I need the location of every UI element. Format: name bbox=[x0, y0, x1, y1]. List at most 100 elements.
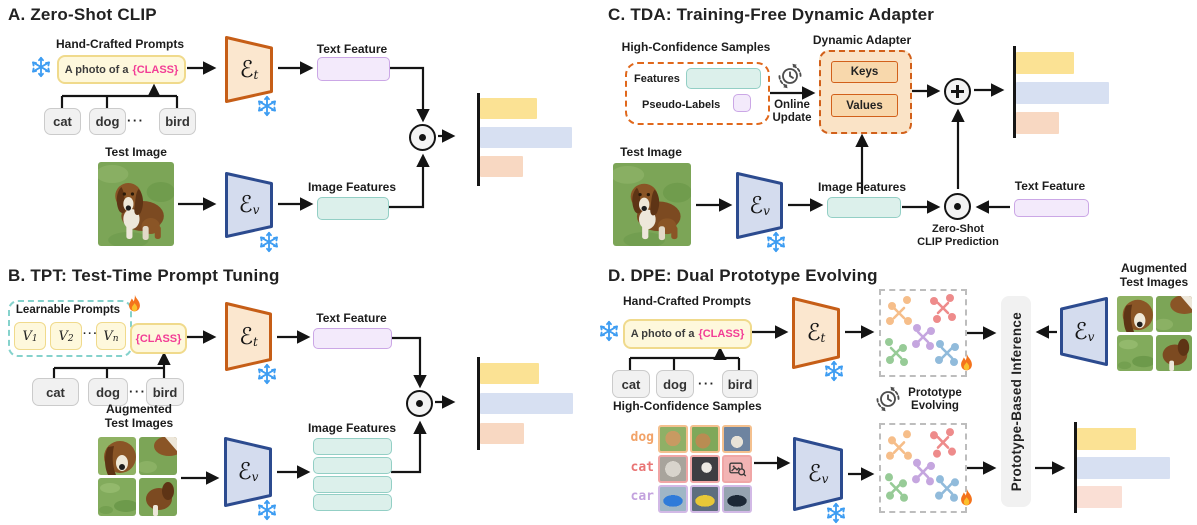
image-features-box bbox=[827, 197, 901, 218]
ellipsis: ··· bbox=[698, 376, 716, 391]
hand-crafted-prompts-label: Hand-Crafted Prompts bbox=[623, 294, 752, 308]
class-box-dog: dog bbox=[656, 370, 694, 398]
sample-row-label: car bbox=[630, 489, 654, 504]
sample-thumb-car bbox=[658, 485, 688, 513]
panel-a-title: A. Zero-Shot CLIP bbox=[8, 5, 157, 24]
augmented-image bbox=[1117, 296, 1153, 332]
sample-thumb-placeholder bbox=[722, 455, 752, 483]
visual-prototypes-plot bbox=[879, 423, 967, 513]
sample-thumb-dog bbox=[690, 425, 720, 453]
sample-thumb-dog bbox=[658, 425, 688, 453]
augmented-image bbox=[139, 478, 177, 516]
image-features-box bbox=[313, 457, 392, 474]
pseudo-label-box bbox=[733, 94, 751, 112]
pseudo-labels-label: Pseudo-Labels bbox=[642, 99, 721, 111]
high-confidence-samples-label: High-Confidence Samples bbox=[621, 40, 771, 54]
flame-icon bbox=[126, 294, 143, 314]
class-box-cat: cat bbox=[32, 378, 79, 406]
sample-thumb-dog bbox=[722, 425, 752, 453]
panel-b-title: B. TPT: Test-Time Prompt Tuning bbox=[8, 266, 280, 285]
class-box-cat: cat bbox=[44, 108, 81, 135]
snowflake-icon bbox=[30, 56, 52, 78]
features-box bbox=[686, 68, 761, 89]
sample-thumb-car bbox=[722, 485, 752, 513]
text-feature-box bbox=[1014, 199, 1089, 217]
image-features-label: Image Features bbox=[307, 421, 397, 435]
text-feature-label: Text Feature bbox=[316, 42, 388, 56]
class-token: {CLASS} bbox=[698, 328, 745, 340]
panel-c-title: C. TDA: Training-Free Dynamic Adapter bbox=[608, 5, 935, 24]
sample-thumb-cat bbox=[690, 455, 720, 483]
prompt-box: A photo of a{CLASS} bbox=[57, 55, 186, 84]
snowflake-icon bbox=[256, 499, 278, 521]
prediction-axis bbox=[1013, 46, 1016, 138]
prototype-based-inference-box: Prototype-Based Inference bbox=[1001, 296, 1031, 507]
values-box: Values bbox=[831, 94, 898, 117]
snowflake-icon bbox=[258, 231, 280, 253]
text-prototypes-plot bbox=[879, 289, 967, 377]
snowflake-icon bbox=[765, 231, 787, 253]
prediction-bars bbox=[480, 98, 572, 185]
flame-icon bbox=[958, 353, 975, 373]
plus-icon bbox=[944, 78, 971, 105]
prediction-bars bbox=[480, 363, 573, 453]
high-confidence-samples-label: High-Confidence Samples bbox=[613, 399, 762, 413]
snowflake-icon bbox=[823, 360, 845, 382]
augmented-image bbox=[1156, 296, 1192, 332]
panel-d-title: D. DPE: Dual Prototype Evolving bbox=[608, 266, 878, 285]
dynamic-adapter-label: Dynamic Adapter bbox=[812, 33, 912, 47]
class-box-dog: dog bbox=[89, 108, 126, 135]
class-token: {CLASS} bbox=[132, 63, 179, 76]
dot-product-icon bbox=[406, 390, 433, 417]
image-features-label: Image Features bbox=[817, 180, 907, 194]
ellipsis: ··· bbox=[129, 384, 147, 399]
class-box-bird: bird bbox=[722, 370, 758, 398]
test-image bbox=[613, 163, 691, 246]
class-box-dog: dog bbox=[88, 378, 128, 406]
image-features-box bbox=[313, 494, 392, 511]
text-feature-label: Text Feature bbox=[316, 311, 387, 325]
prediction-bars bbox=[1016, 52, 1109, 142]
class-box-cat: cat bbox=[612, 370, 650, 398]
ellipsis: ··· bbox=[83, 328, 99, 340]
prompt-box: A photo of a{CLASS} bbox=[623, 319, 752, 349]
test-image-label: Test Image bbox=[620, 145, 682, 159]
prediction-axis bbox=[1074, 422, 1077, 513]
prediction-axis bbox=[477, 93, 480, 186]
prediction-axis bbox=[477, 357, 480, 450]
snowflake-icon bbox=[598, 320, 620, 342]
augmented-image bbox=[1156, 335, 1192, 371]
image-placeholder-icon bbox=[727, 459, 747, 479]
dot-product-icon bbox=[409, 124, 436, 151]
text-feature-label: Text Feature bbox=[1014, 179, 1086, 193]
flame-icon bbox=[958, 488, 975, 508]
augmented-image bbox=[98, 478, 136, 516]
image-features-box bbox=[313, 476, 392, 493]
sample-thumb-cat bbox=[658, 455, 688, 483]
prediction-bars bbox=[1077, 428, 1170, 515]
clock-update-icon bbox=[776, 62, 804, 90]
learnable-prompts-label: Learnable Prompts bbox=[15, 304, 121, 316]
image-features-label: Image Features bbox=[307, 180, 397, 194]
class-box-bird: bird bbox=[146, 378, 184, 406]
text-feature-box bbox=[313, 328, 392, 349]
image-features-box bbox=[317, 197, 389, 220]
sample-row-label: dog bbox=[630, 430, 654, 445]
snowflake-icon bbox=[256, 95, 278, 117]
augmented-image bbox=[139, 437, 177, 475]
